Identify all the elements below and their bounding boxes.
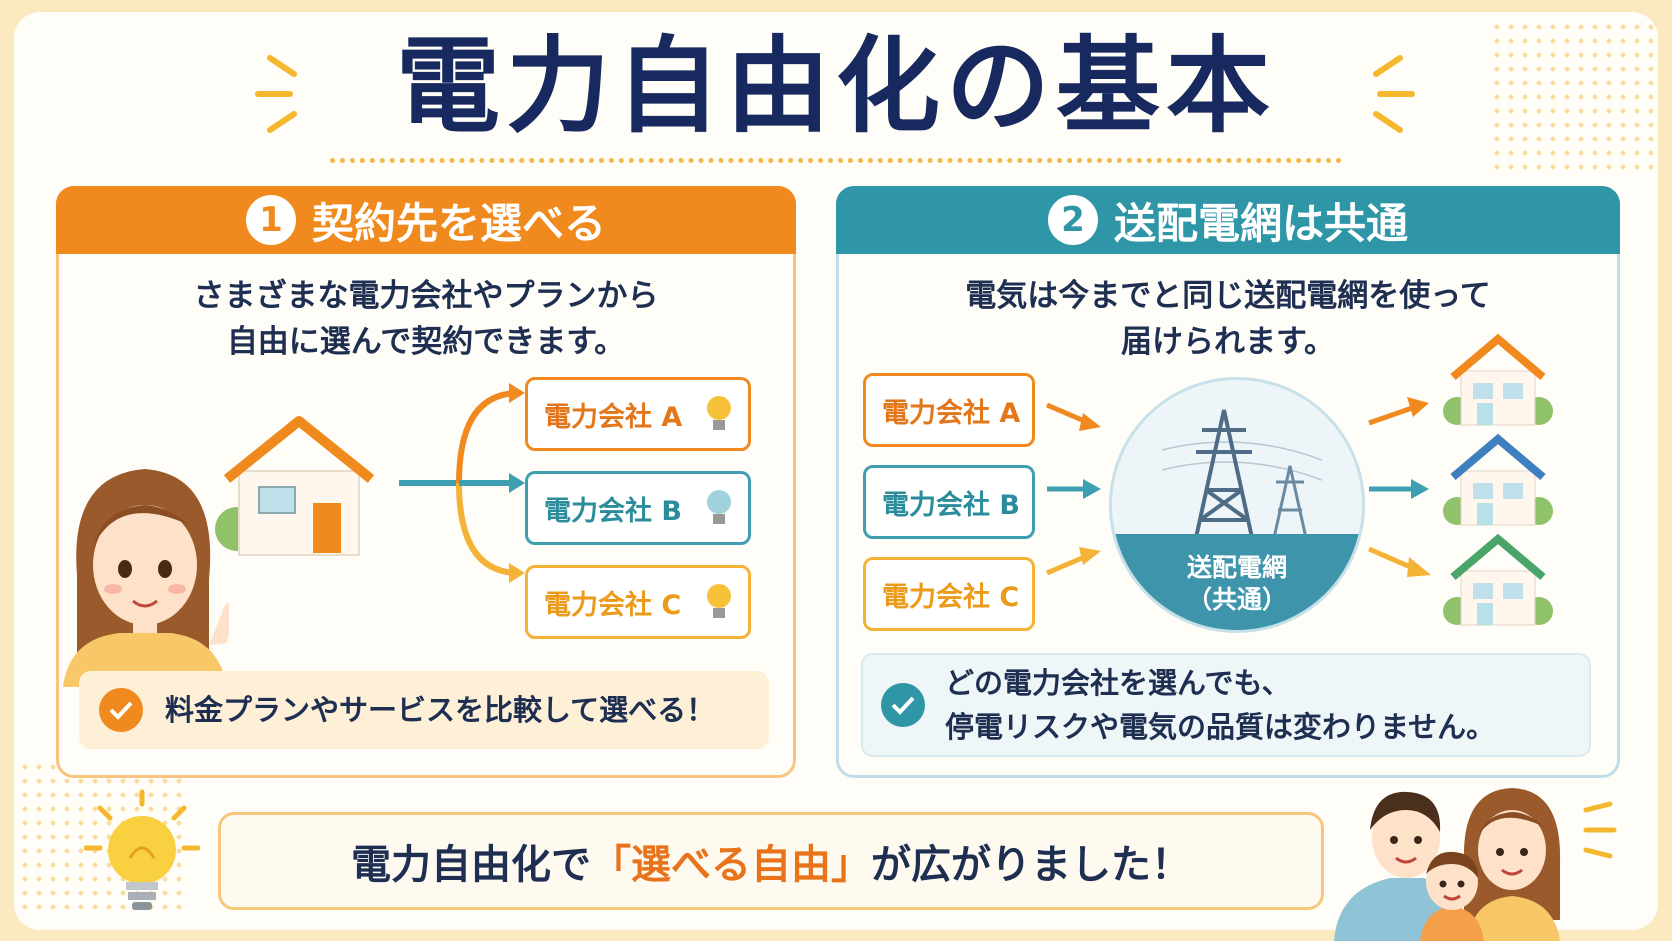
note-text: どの電力会社を選んでも、 停電リスクや電気の品質は変わりません。 <box>945 661 1495 749</box>
company-b-card: 電力会社 B <box>863 465 1035 539</box>
lightbulb-icon <box>707 584 731 618</box>
description-line: さまざまな電力会社やプランから <box>193 278 659 314</box>
description-line: 自由に選んで契約できます。 <box>226 324 626 360</box>
panel-header: 1 契約先を選べる <box>56 186 796 254</box>
page-title: 電力自由化の基本 <box>395 25 1276 147</box>
check-icon <box>881 683 925 727</box>
company-a-card: 電力会社 A <box>863 373 1035 447</box>
company-label: 電力会社 C <box>882 581 1020 613</box>
grid-label-line: 送配電網 <box>1186 553 1287 582</box>
title-underline <box>330 158 1342 163</box>
panel-shared-grid: 2 送配電網は共通 電気は今までと同じ送配電網を使って 届けられます。 電力会社… <box>836 186 1620 778</box>
panel-heading: 送配電網は共通 <box>1113 198 1408 248</box>
summary-suffix: が広がりました！ <box>871 842 1191 888</box>
sparkle-icon <box>1583 801 1617 859</box>
panel-header: 2 送配電網は共通 <box>836 186 1620 254</box>
note-line: どの電力会社を選んでも、 <box>945 666 1291 700</box>
arrow-icon <box>1046 402 1101 576</box>
description-line: 届けられます。 <box>1121 324 1335 360</box>
company-b-card: 電力会社 B <box>525 471 751 545</box>
company-label: 電力会社 A <box>882 397 1021 429</box>
house-icon <box>1443 333 1553 426</box>
check-icon <box>99 688 143 732</box>
summary-highlight: 「選べる自由」 <box>591 842 871 888</box>
lightbulb-icon <box>84 789 200 910</box>
note-line: 停電リスクや電気の品質は変わりません。 <box>945 710 1496 744</box>
company-label: 電力会社 B <box>882 489 1020 521</box>
grid-base <box>1112 534 1362 630</box>
lightbulb-icon <box>707 396 731 430</box>
step-number: 1 <box>245 195 296 245</box>
company-c-card: 電力会社 C <box>863 557 1035 631</box>
panel-note: どの電力会社を選んでも、 停電リスクや電気の品質は変わりません。 <box>861 653 1591 757</box>
dot-pattern <box>1490 20 1660 170</box>
company-c-card: 電力会社 C <box>525 565 751 639</box>
family-illustration <box>1334 788 1561 941</box>
step-number: 2 <box>1047 195 1098 245</box>
house-icon <box>215 416 375 556</box>
summary-prefix: 電力自由化で <box>351 842 591 888</box>
lightbulb-icon <box>707 490 731 524</box>
panel-choose-provider: 1 契約先を選べる さまざまな電力会社やプランから 自由に選んで契約できます。 <box>56 186 796 778</box>
woman-illustration <box>63 469 229 687</box>
house-icon <box>1443 433 1553 526</box>
power-grid-circle: 送配電網 （共通） <box>1109 377 1365 633</box>
panel-note: 料金プランやサービスを比較して選べる！ <box>79 671 769 749</box>
description-line: 電気は今までと同じ送配電網を使って <box>965 278 1491 314</box>
company-a-card: 電力会社 A <box>525 377 751 451</box>
panel-heading: 契約先を選べる <box>311 198 606 248</box>
sparkle-icon <box>1373 55 1415 133</box>
grid-label: 送配電網 （共通） <box>1112 552 1362 616</box>
transmission-tower-icon <box>1162 409 1322 557</box>
sparkle-icon <box>255 55 297 133</box>
company-label: 電力会社 A <box>544 401 683 433</box>
grid-label-line: （共通） <box>1186 585 1287 614</box>
panel-description: さまざまな電力会社やプランから 自由に選んで契約できます。 <box>59 273 793 365</box>
house-icon <box>1443 533 1553 626</box>
panel-description: 電気は今までと同じ送配電網を使って 届けられます。 <box>839 273 1617 365</box>
arrow-icon <box>1368 397 1431 577</box>
summary-banner: 電力自由化で 「選べる自由」 が広がりました！ <box>218 812 1324 910</box>
note-text: 料金プランやサービスを比較して選べる！ <box>165 693 716 727</box>
company-label: 電力会社 C <box>544 589 682 621</box>
company-label: 電力会社 B <box>544 495 682 527</box>
branch-arrows <box>399 383 525 583</box>
